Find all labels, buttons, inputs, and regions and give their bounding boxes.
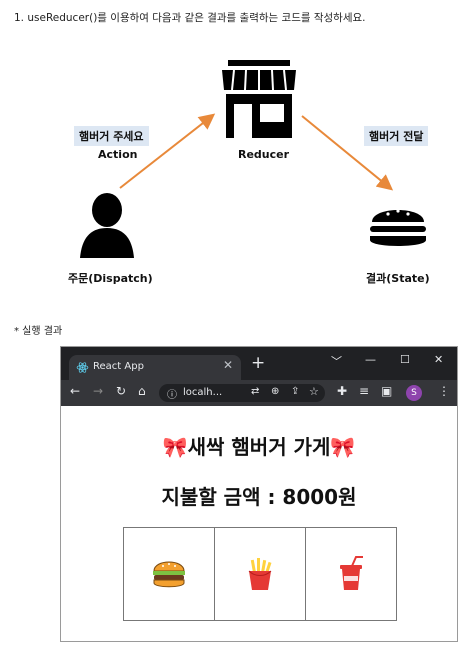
home-icon[interactable]: ⌂ [138, 384, 146, 398]
store-icon [222, 60, 296, 138]
product-cell-burger[interactable] [124, 528, 215, 620]
burger-icon [370, 209, 426, 246]
payment-amount: 지불할 금액 : 8000원 [161, 485, 357, 509]
close-tab-icon[interactable]: ✕ [223, 358, 234, 372]
tab-title: React App [93, 361, 144, 372]
browser-tab[interactable]: React App ✕ [69, 355, 241, 380]
state-caption: 결과(State) [366, 272, 430, 285]
product-grid [123, 527, 397, 621]
dispatch-caption: 주문(Dispatch) [68, 272, 153, 285]
product-cell-drink[interactable] [306, 528, 396, 620]
zoom-icon[interactable]: ⊕ [271, 386, 280, 397]
side-panel-icon[interactable]: ▣ [381, 384, 393, 398]
profile-avatar[interactable]: S [406, 385, 422, 401]
reload-icon[interactable]: ↻ [116, 384, 127, 398]
react-logo-icon [76, 362, 89, 373]
bookmark-star-icon[interactable]: ☆ [309, 385, 319, 398]
drink-icon [340, 556, 363, 590]
address-bar[interactable]: ⓘ localh... ⇄ ⊕ ⇪ ☆ [159, 384, 325, 402]
action-arrow [119, 113, 216, 189]
burger-icon [153, 561, 185, 588]
state-arrow [301, 115, 394, 191]
fries-icon [248, 558, 272, 590]
action-caption: Action [98, 148, 138, 161]
browser-toolbar: ← → ↻ ⌂ ⓘ localh... ⇄ ⊕ ⇪ ☆ ✚ ≡ ▣ S ⋮ [61, 380, 457, 406]
new-tab-icon[interactable]: + [251, 353, 266, 373]
back-icon[interactable]: ← [70, 384, 81, 398]
app-title: 🎀새싹 햄버거 가게🎀 [162, 435, 356, 459]
extensions-icon[interactable]: ✚ [337, 384, 348, 398]
share-icon[interactable]: ⇪ [291, 386, 300, 397]
reducer-diagram [80, 60, 426, 258]
browser-titlebar: React App ✕ + ﹀ — ☐ ✕ [61, 347, 457, 380]
section-label: * 실행 결과 [14, 326, 63, 337]
maximize-icon[interactable]: ☐ [400, 353, 410, 366]
minimize-icon[interactable]: — [365, 353, 376, 366]
person-icon [80, 193, 134, 258]
browser-window: React App ✕ + ﹀ — ☐ ✕ ← → ↻ ⌂ ⓘ localh..… [60, 346, 458, 642]
reducer-caption: Reducer [238, 148, 290, 161]
menu-icon[interactable]: ⋮ [438, 384, 450, 398]
url-text: localh... [183, 387, 223, 398]
tab-search-icon[interactable]: ﹀ [331, 355, 342, 368]
action-badge: 햄버거 주세요 [74, 126, 149, 146]
translate-icon[interactable]: ⇄ [251, 386, 260, 397]
product-cell-fries[interactable] [215, 528, 306, 620]
media-icon[interactable]: ≡ [359, 384, 370, 398]
question-text: 1. useReducer()를 이용하여 다음과 같은 결과를 출력하는 코드… [14, 12, 366, 24]
state-badge: 햄버거 전달 [364, 126, 429, 146]
info-icon[interactable]: ⓘ [167, 390, 177, 401]
forward-icon[interactable]: → [93, 384, 104, 398]
close-window-icon[interactable]: ✕ [434, 353, 444, 366]
